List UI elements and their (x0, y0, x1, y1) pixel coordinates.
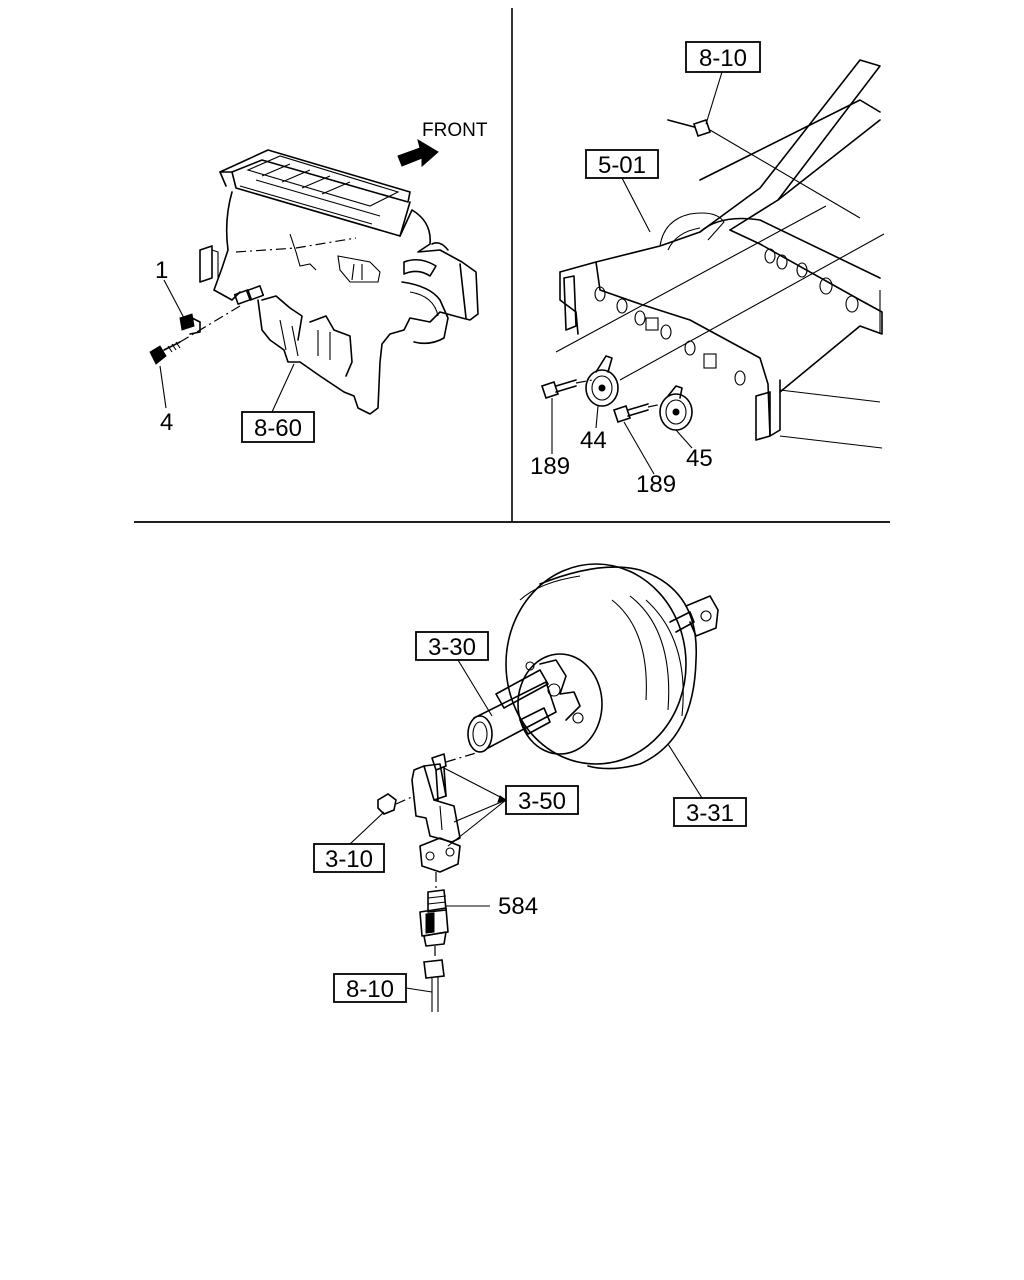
leader-4 (159, 365, 167, 409)
callout-1: 1 (155, 257, 168, 284)
ref-box-3-31 (673, 797, 747, 827)
ref-8-60: 8-60 (254, 415, 302, 442)
leader-3-10 (349, 811, 385, 845)
brake-booster-illustration (377, 563, 719, 1012)
ref-box-8-10-top (685, 41, 761, 73)
callout-189-b: 189 (636, 471, 676, 498)
ref-box-3-10 (313, 843, 385, 873)
leader-44 (595, 405, 599, 429)
callout-44: 44 (580, 427, 607, 454)
ref-box-8-60 (241, 411, 315, 443)
callout-189-a: 189 (530, 453, 570, 480)
leader-5-01 (621, 177, 651, 233)
leader-3-31 (667, 743, 703, 799)
ref-3-10: 3-10 (325, 846, 373, 873)
leader-8-10-bottom (405, 987, 433, 993)
leader-189-b (623, 421, 655, 475)
leader-8-60 (271, 363, 295, 413)
leader-3-30 (457, 659, 493, 717)
leader-3-50 (443, 767, 507, 847)
ref-box-8-10-bottom (333, 973, 407, 1003)
callout-584: 584 (498, 893, 538, 920)
ref-8-10-bottom: 8-10 (346, 976, 394, 1003)
ref-box-3-30 (415, 631, 489, 661)
front-label: FRONT (422, 120, 488, 141)
leader-8-10-top (705, 71, 723, 125)
chassis-frame-illustration (540, 59, 885, 449)
callout-45: 45 (686, 445, 713, 472)
ref-3-30: 3-30 (428, 634, 476, 661)
ref-3-31: 3-31 (686, 800, 734, 827)
ref-5-01: 5-01 (598, 152, 646, 179)
leader-45 (675, 429, 693, 449)
callout-4: 4 (160, 409, 173, 436)
hvac-unit-illustration (149, 138, 479, 415)
ref-8-10-top: 8-10 (699, 45, 747, 72)
ref-box-5-01 (585, 149, 659, 179)
leader-1 (163, 279, 185, 319)
ref-3-50: 3-50 (518, 788, 566, 815)
